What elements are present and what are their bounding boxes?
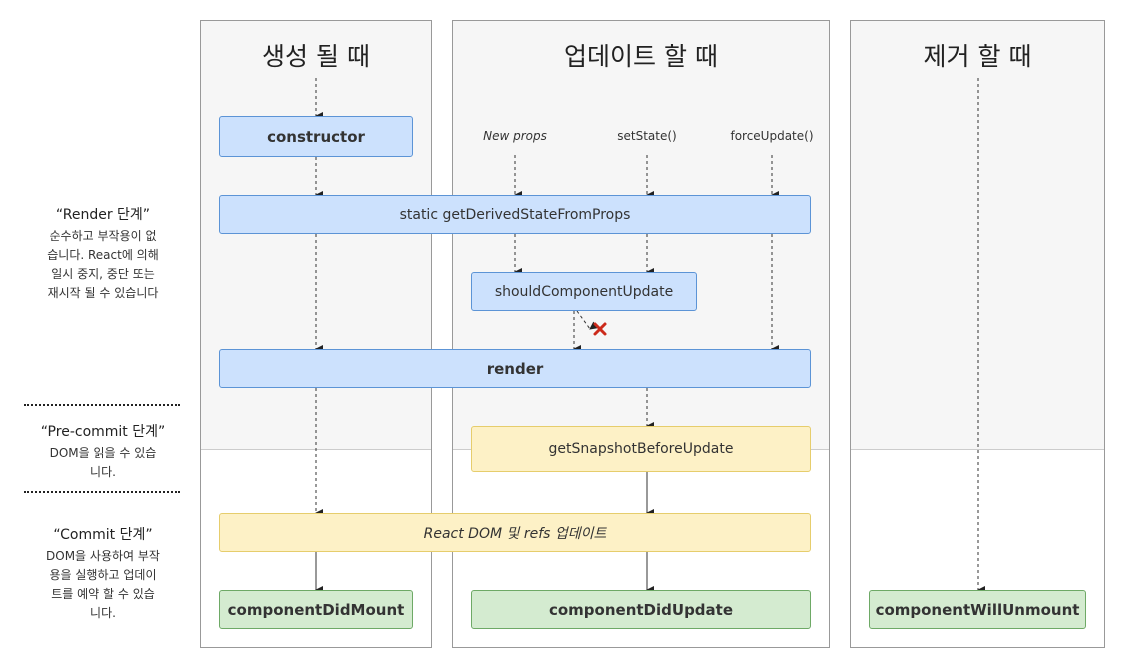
- stage-separator-2: [24, 491, 180, 493]
- get-derived-state-from-props-box: static getDerivedStateFromProps: [219, 195, 811, 234]
- render-box: render: [219, 349, 811, 388]
- commit-stage-line-1: DOM을 사용하여 부작: [46, 549, 160, 563]
- render-stage-title: “Render 단계”: [55, 207, 151, 223]
- commit-stage-title: “Commit 단계”: [53, 527, 153, 543]
- react-dom-refs-update-box: React DOM 및 refs 업데이트: [219, 513, 811, 552]
- constructor-box: constructor: [219, 116, 413, 157]
- precommit-stage-line-1: DOM을 읽을 수 있습: [49, 446, 157, 460]
- mount-column-title: 생성 될 때: [262, 42, 370, 71]
- update-column-title: 업데이트 할 때: [564, 42, 718, 71]
- trigger-force-update: forceUpdate(): [730, 129, 814, 143]
- precommit-stage-title: “Pre-commit 단계”: [40, 424, 166, 440]
- component-will-unmount-box: componentWillUnmount: [869, 590, 1086, 629]
- commit-stage-line-3: 트를 예약 할 수 있습: [51, 587, 155, 601]
- commit-stage-description: DOM을 사용하여 부작 용을 실행하고 업데이 트를 예약 할 수 있습 니다…: [20, 547, 186, 623]
- component-did-update-box: componentDidUpdate: [471, 590, 811, 629]
- component-did-mount-box: componentDidMount: [219, 590, 413, 629]
- arrow-scu-cancel: [576, 310, 599, 330]
- phase-divider: [851, 449, 1104, 450]
- render-stage-line-4: 재시작 될 수 있습니다: [47, 286, 159, 300]
- trigger-new-props: New props: [483, 129, 547, 143]
- render-stage-line-1: 순수하고 부작용이 없: [49, 229, 157, 243]
- render-stage-line-2: 습니다. React에 의해: [47, 248, 159, 262]
- unmount-column: 제거 할 때: [850, 20, 1105, 648]
- should-component-update-box: shouldComponentUpdate: [471, 272, 697, 311]
- get-snapshot-before-update-box: getSnapshotBeforeUpdate: [471, 426, 811, 472]
- unmount-column-title: 제거 할 때: [923, 42, 1032, 71]
- precommit-stage-line-2: 니다.: [90, 465, 116, 479]
- commit-stage-line-4: 니다.: [90, 606, 116, 620]
- x-mark-icon: [593, 322, 607, 336]
- commit-stage-line-2: 용을 실행하고 업데이: [49, 568, 157, 582]
- stage-separator-1: [24, 404, 180, 406]
- render-stage-description: 순수하고 부작용이 없 습니다. React에 의해 일시 중지, 중단 또는 …: [20, 227, 186, 303]
- precommit-stage-description: DOM을 읽을 수 있습 니다.: [20, 444, 186, 482]
- render-stage-line-3: 일시 중지, 중단 또는: [51, 267, 155, 281]
- trigger-set-state: setState(): [617, 129, 677, 143]
